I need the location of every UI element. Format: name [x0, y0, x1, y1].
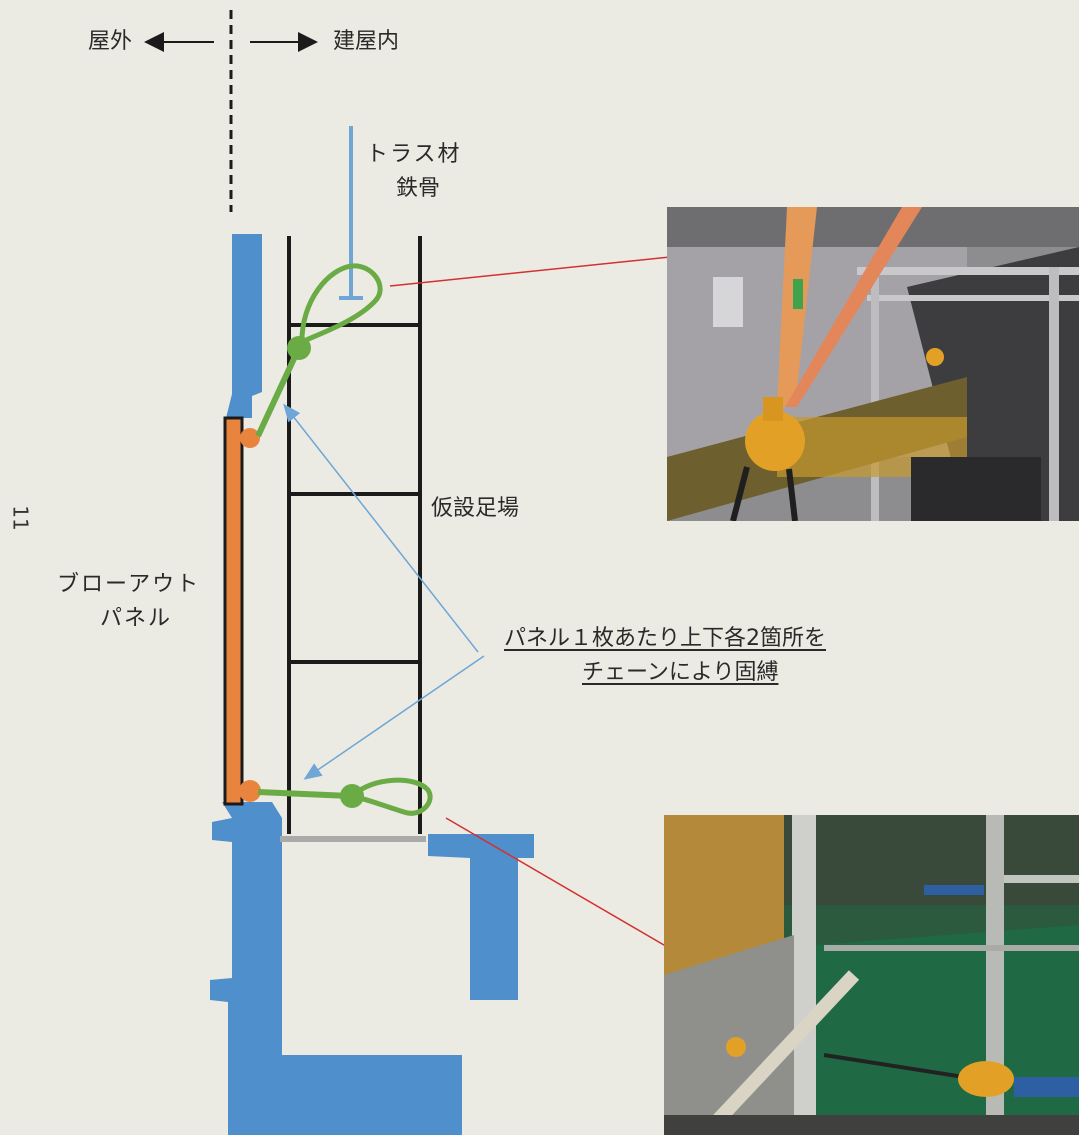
steel-label: 鉄骨: [396, 176, 441, 201]
outdoor-label: 屋外: [88, 29, 133, 54]
indoor-label: 建屋内: [333, 29, 400, 54]
callout-arrow-upper: [283, 403, 479, 653]
chain-hoist-icon: [958, 1061, 1014, 1097]
panel-label-line1: ブローアウト: [57, 572, 201, 597]
callout-arrow-lower: [303, 655, 485, 780]
blowout-panel: [223, 416, 244, 806]
upper-fastening-photo: [667, 207, 1079, 521]
scaffold-label: 仮設足場: [431, 496, 520, 521]
fastening-note-line1: パネル１枚あたり上下各2箇所を: [504, 626, 826, 651]
floor-slab: [428, 834, 534, 1000]
panel-label-line2: パネル: [100, 606, 173, 631]
lower-sling-loop: [350, 777, 433, 816]
chain-hoist-icon: [745, 411, 805, 471]
upper-sling-loop: [299, 263, 383, 347]
fastening-note-line2: チェーンにより固縛: [582, 660, 779, 685]
lower-chain: [257, 789, 351, 799]
lower-bracket-tab: [239, 780, 261, 802]
temporary-scaffold: [287, 236, 422, 834]
lower-chain-hoist: [340, 784, 364, 808]
outer-wall-upper: [226, 234, 262, 418]
upper-bracket-tab: [240, 428, 260, 448]
truss-label: トラス材: [366, 142, 462, 167]
outer-wall-lower: [210, 802, 462, 1135]
lower-fastening-photo: [664, 815, 1079, 1135]
page-number: 11: [8, 505, 33, 531]
upper-chain-hoist: [287, 336, 311, 360]
upper-chain: [255, 348, 301, 438]
